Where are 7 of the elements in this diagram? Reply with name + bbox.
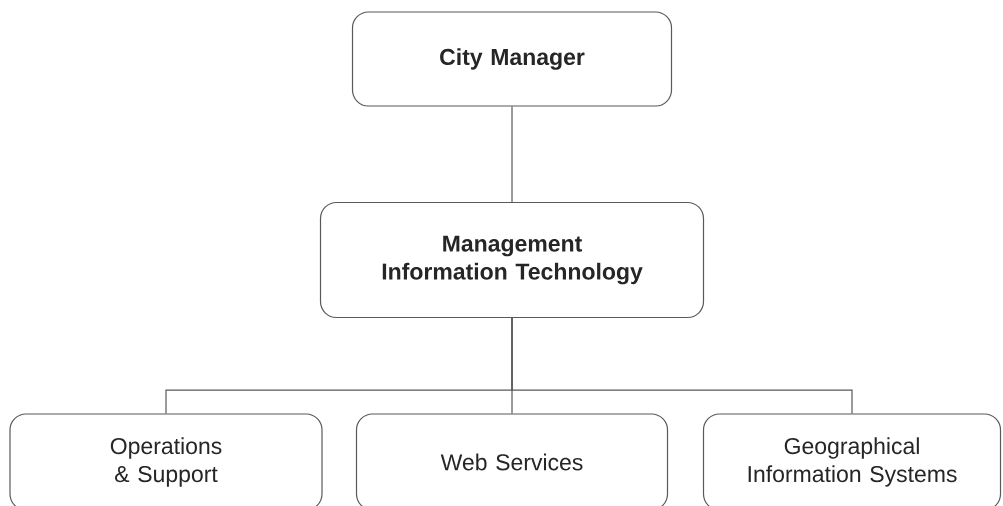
connector-line — [511, 317, 853, 414]
org-box: City Manager — [351, 11, 673, 107]
org-box: Management Information Technology — [319, 201, 705, 319]
org-box: Geographical Information Systems — [702, 413, 1002, 506]
org-box: Web Services — [355, 413, 669, 506]
connector-line — [511, 106, 513, 203]
org-box: Operations & Support — [9, 413, 323, 506]
